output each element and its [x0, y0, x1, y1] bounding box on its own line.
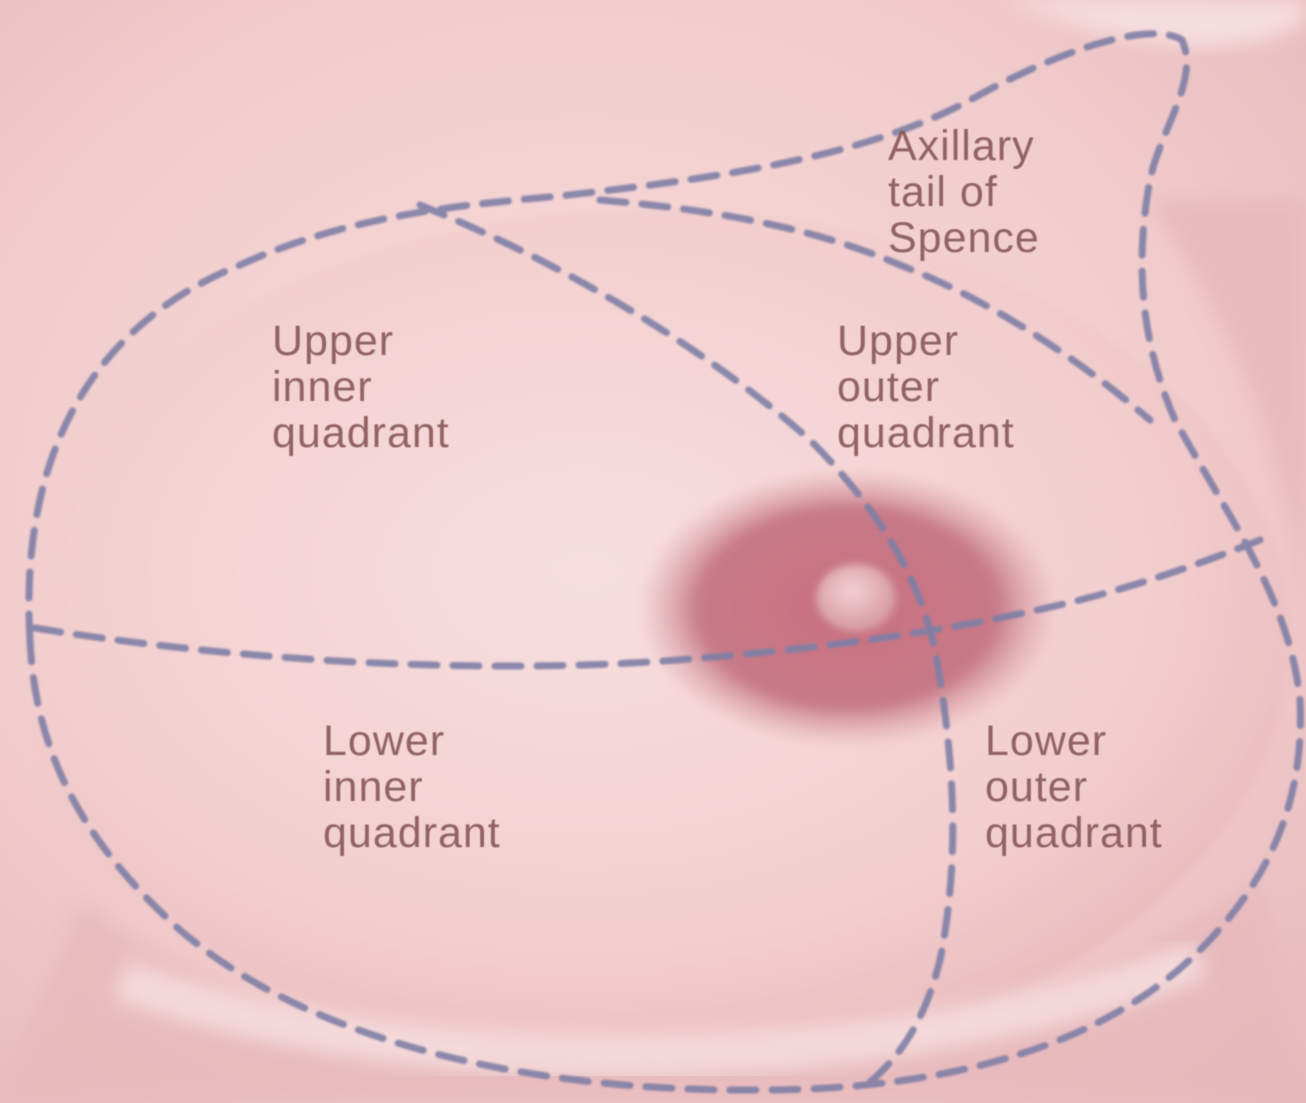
label-lower-outer-quadrant: Lower outer quadrant	[985, 718, 1163, 856]
label-axillary-tail-of-spence: Axillary tail of Spence	[888, 123, 1040, 261]
label-upper-inner-quadrant: Upper inner quadrant	[272, 318, 450, 456]
nipple	[816, 564, 896, 632]
label-lower-inner-quadrant: Lower inner quadrant	[323, 718, 501, 856]
label-upper-outer-quadrant: Upper outer quadrant	[837, 318, 1015, 456]
